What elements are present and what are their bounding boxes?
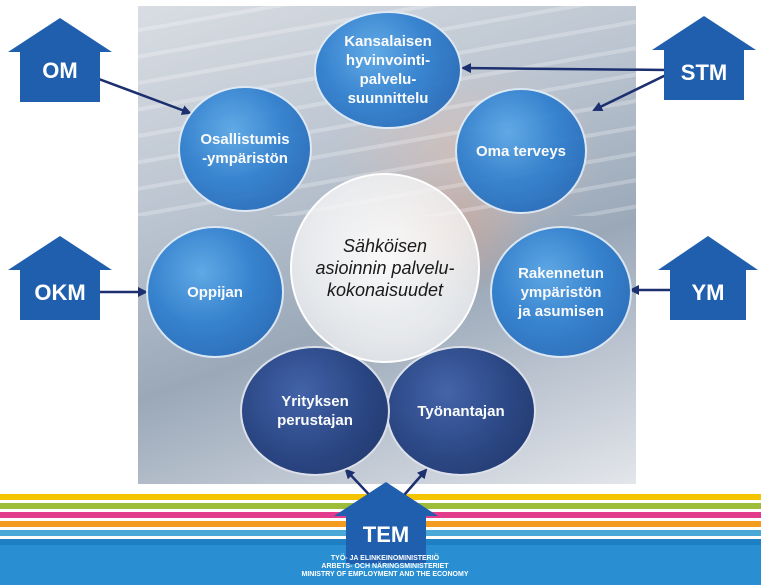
circle-rakennetun-ymparistan: Rakennetun ympäristön ja asumisen	[490, 226, 632, 358]
label-om: OM	[42, 58, 78, 83]
circle-osallistumis-ympariston: Osallistumis -ympäristön	[178, 86, 312, 212]
label-okm: OKM	[34, 280, 86, 305]
house-shape-om	[8, 18, 112, 102]
center-circle-sahkoisen-asioinnin: Sähköisen asioinnin palvelu- kokonaisuud…	[290, 173, 480, 363]
circle-oma-terveys: Oma terveys	[455, 88, 587, 214]
house-shape-ym	[658, 236, 758, 320]
house-tem: TEM	[334, 482, 438, 564]
house-okm: OKM	[8, 236, 112, 320]
house-ym: YM	[658, 236, 758, 320]
ministry-footer-text: TYÖ- JA ELINKEINOMINISTERIÖ ARBETS- OCH …	[301, 555, 469, 578]
house-shape-tem	[334, 482, 438, 564]
house-shape-okm	[8, 236, 112, 320]
house-om: OM	[8, 18, 112, 102]
label-tem: TEM	[362, 522, 410, 547]
circle-kansalaisen-hyvinvointi: Kansalaisen hyvinvointi- palvelu- suunni…	[314, 11, 462, 129]
house-stm: STM	[652, 16, 756, 100]
label-stm: STM	[680, 60, 728, 85]
label-ym: YM	[691, 280, 725, 305]
circle-oppijan: Oppijan	[146, 226, 284, 358]
circle-yrityksen-perustajan: Yrityksen perustajan	[240, 346, 390, 476]
circle-tyonantajan: Työnantajan	[386, 346, 536, 476]
house-shape-stm	[652, 16, 756, 100]
